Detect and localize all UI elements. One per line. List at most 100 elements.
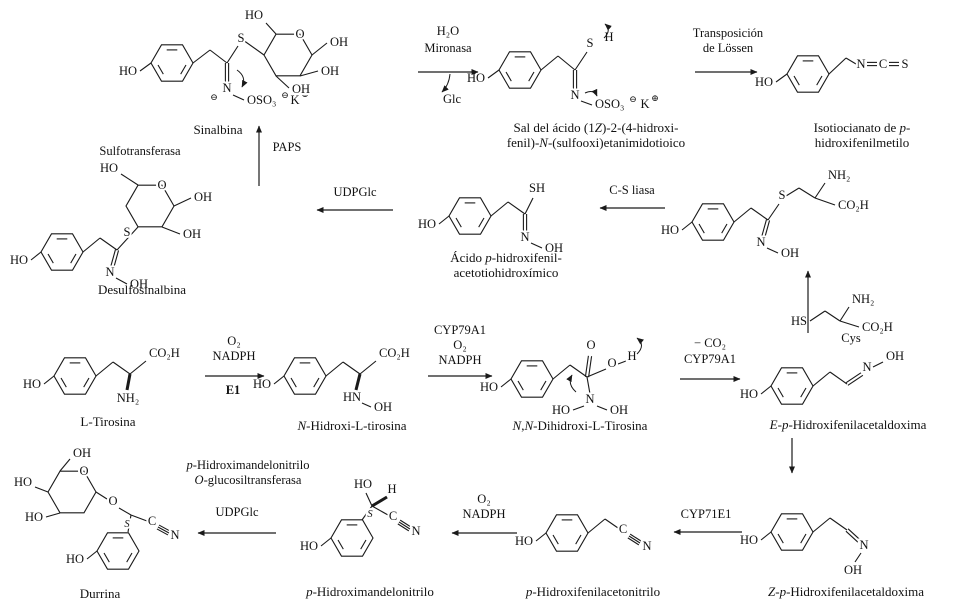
bond bbox=[733, 207, 752, 223]
atom-label: K bbox=[290, 93, 299, 107]
bond bbox=[109, 249, 116, 268]
ring-inner-bond bbox=[575, 534, 582, 545]
bond bbox=[113, 250, 120, 269]
atom-label: HO bbox=[25, 510, 43, 524]
atom-label: S bbox=[779, 188, 786, 202]
mechanism-arrow bbox=[584, 88, 598, 97]
bond bbox=[767, 203, 780, 221]
ring-inner-bond bbox=[777, 387, 784, 398]
bond bbox=[125, 373, 132, 391]
bond bbox=[232, 94, 245, 101]
ring-inner-bond bbox=[517, 380, 524, 391]
atom-label: OH bbox=[374, 400, 392, 414]
atom-label: ⊖ bbox=[629, 94, 637, 104]
atom-label: OH bbox=[130, 277, 148, 291]
atom-label: N bbox=[856, 57, 865, 71]
atom-label: H bbox=[627, 349, 636, 363]
bond bbox=[557, 55, 576, 71]
atom-label: OH bbox=[183, 227, 201, 241]
bond bbox=[627, 537, 640, 546]
atom-label: HO bbox=[66, 552, 84, 566]
atom-label: S bbox=[587, 36, 594, 50]
bond bbox=[354, 373, 362, 391]
atom-label: HO bbox=[10, 253, 28, 267]
ring-inner-bond bbox=[698, 223, 705, 234]
ring bbox=[47, 470, 97, 514]
bond bbox=[99, 237, 118, 251]
atom-label: K bbox=[640, 97, 649, 111]
atom-label: HO bbox=[354, 477, 372, 491]
atom-label: OH bbox=[886, 349, 904, 363]
mechanism-arrow bbox=[441, 73, 451, 93]
atom-label: OH bbox=[781, 246, 799, 260]
atom-label: CO₂H bbox=[862, 320, 893, 334]
bond bbox=[438, 215, 450, 225]
bond bbox=[766, 247, 779, 254]
atom-label: CO₂H bbox=[149, 346, 180, 360]
mechanism-arrow bbox=[636, 337, 644, 355]
bond bbox=[118, 507, 132, 516]
bond bbox=[812, 517, 831, 533]
ring-inner-bond bbox=[313, 377, 320, 388]
bond bbox=[299, 70, 319, 77]
bond bbox=[399, 519, 412, 528]
bond bbox=[829, 517, 848, 531]
atom-label: S bbox=[367, 509, 373, 520]
bond bbox=[839, 306, 850, 322]
bond bbox=[854, 552, 862, 563]
atom-label: OH bbox=[545, 241, 563, 255]
atom-label: N bbox=[105, 265, 114, 279]
bond bbox=[209, 49, 228, 64]
bond bbox=[342, 361, 361, 375]
bond bbox=[192, 49, 211, 64]
atom-label: CO₂H bbox=[838, 198, 869, 212]
ring-inner-bond bbox=[290, 377, 297, 388]
atom-label: N bbox=[222, 81, 231, 95]
bond bbox=[242, 39, 265, 56]
ring-inner-bond bbox=[505, 71, 512, 82]
atom-label: C bbox=[879, 57, 887, 71]
bond bbox=[173, 197, 192, 207]
bond bbox=[398, 521, 411, 530]
bond bbox=[586, 368, 607, 378]
ring-inner-bond bbox=[721, 223, 728, 234]
ring bbox=[263, 33, 313, 77]
atom-label: OH bbox=[844, 563, 862, 577]
ring-inner-bond bbox=[800, 387, 807, 398]
bond bbox=[584, 355, 589, 377]
bond bbox=[127, 514, 132, 533]
bond bbox=[839, 320, 860, 328]
bond bbox=[116, 226, 139, 251]
bond bbox=[760, 385, 772, 395]
ring-inner-bond bbox=[816, 75, 823, 86]
ring-inner-bond bbox=[60, 377, 67, 388]
atom-label: HO bbox=[245, 8, 263, 22]
atom-label: OH bbox=[330, 35, 348, 49]
bond bbox=[580, 100, 593, 106]
bond bbox=[764, 220, 771, 239]
atom-label: HO bbox=[755, 75, 773, 89]
ring-inner-bond bbox=[360, 539, 367, 550]
ring-inner-bond bbox=[126, 552, 133, 563]
atom-label: S bbox=[124, 225, 131, 239]
atom-label: OH bbox=[292, 82, 310, 96]
bond bbox=[845, 530, 859, 543]
bond bbox=[814, 197, 836, 206]
bond bbox=[629, 533, 642, 542]
bond bbox=[760, 531, 772, 541]
ring-inner-bond bbox=[777, 533, 784, 544]
bond bbox=[157, 526, 170, 534]
atom-label: OSO₃ bbox=[247, 93, 276, 107]
atom-label: OH bbox=[194, 190, 212, 204]
bond bbox=[226, 45, 239, 64]
atom-label: NH₂ bbox=[117, 391, 139, 405]
bond bbox=[750, 207, 769, 221]
ring-inner-bond bbox=[455, 217, 462, 228]
bond bbox=[156, 528, 169, 536]
ring-inner-bond bbox=[47, 253, 54, 264]
bond bbox=[588, 356, 593, 378]
bond bbox=[572, 405, 585, 411]
bond bbox=[785, 187, 800, 197]
bond bbox=[845, 372, 862, 384]
